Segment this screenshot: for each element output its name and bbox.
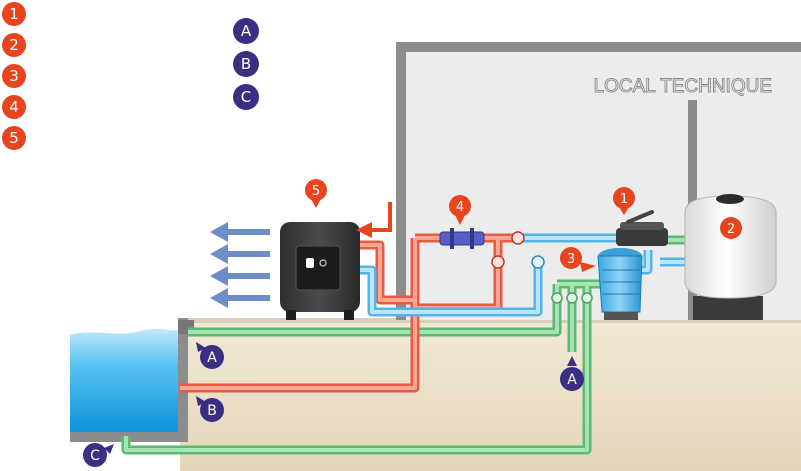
room-wall-left — [396, 42, 406, 320]
callout-pin-skimmer: A — [196, 342, 224, 369]
legend-badge-5: 5 — [2, 126, 26, 150]
legend-badge-a: A — [233, 18, 259, 44]
sand-filter — [684, 194, 777, 320]
pool-wall — [178, 318, 188, 438]
callout-pin-return: B — [196, 396, 224, 422]
callout-pin-3: 3 — [560, 247, 596, 272]
callout-pin-2: 2 — [720, 217, 742, 239]
room-wall-top — [396, 42, 801, 52]
legend-badge-2: 2 — [2, 33, 26, 57]
legend-badge-4: 4 — [2, 95, 26, 119]
manifold-valves — [551, 292, 593, 304]
legend-badge-3: 3 — [2, 64, 26, 88]
callout-pin-4: 4 — [449, 195, 471, 225]
callout-pin-5: 5 — [305, 179, 327, 208]
callout-pin-1: 1 — [613, 187, 635, 215]
legend-badge-c: C — [233, 84, 259, 110]
multiport-valve — [616, 210, 668, 246]
callout-pump: 3 — [567, 252, 575, 267]
callout-pump-inlet: A — [567, 372, 577, 388]
callout-filter: 2 — [727, 222, 735, 237]
callout-skimmer: A — [207, 350, 217, 366]
callout-pin-drain: C — [83, 443, 114, 467]
heat-pump — [280, 222, 360, 320]
room-label: LOCAL TECHNIQUE — [594, 76, 772, 97]
legend-badge-1: 1 — [2, 2, 26, 26]
air-arrows — [210, 222, 270, 308]
bypass-valves — [491, 231, 545, 269]
callout-return: B — [207, 403, 217, 419]
pump — [597, 248, 643, 320]
ground-surface — [180, 318, 801, 323]
inlet-arrow — [356, 202, 392, 238]
callout-drain: C — [90, 448, 100, 464]
legend-badge-b: B — [233, 51, 259, 77]
callout-pin-pump-inlet: A — [560, 356, 584, 391]
pool-water — [70, 328, 178, 432]
callout-treatment: 4 — [456, 200, 464, 215]
callout-heat-pump: 5 — [312, 184, 320, 199]
treatment-device — [439, 228, 485, 249]
callout-valve: 1 — [620, 192, 628, 207]
